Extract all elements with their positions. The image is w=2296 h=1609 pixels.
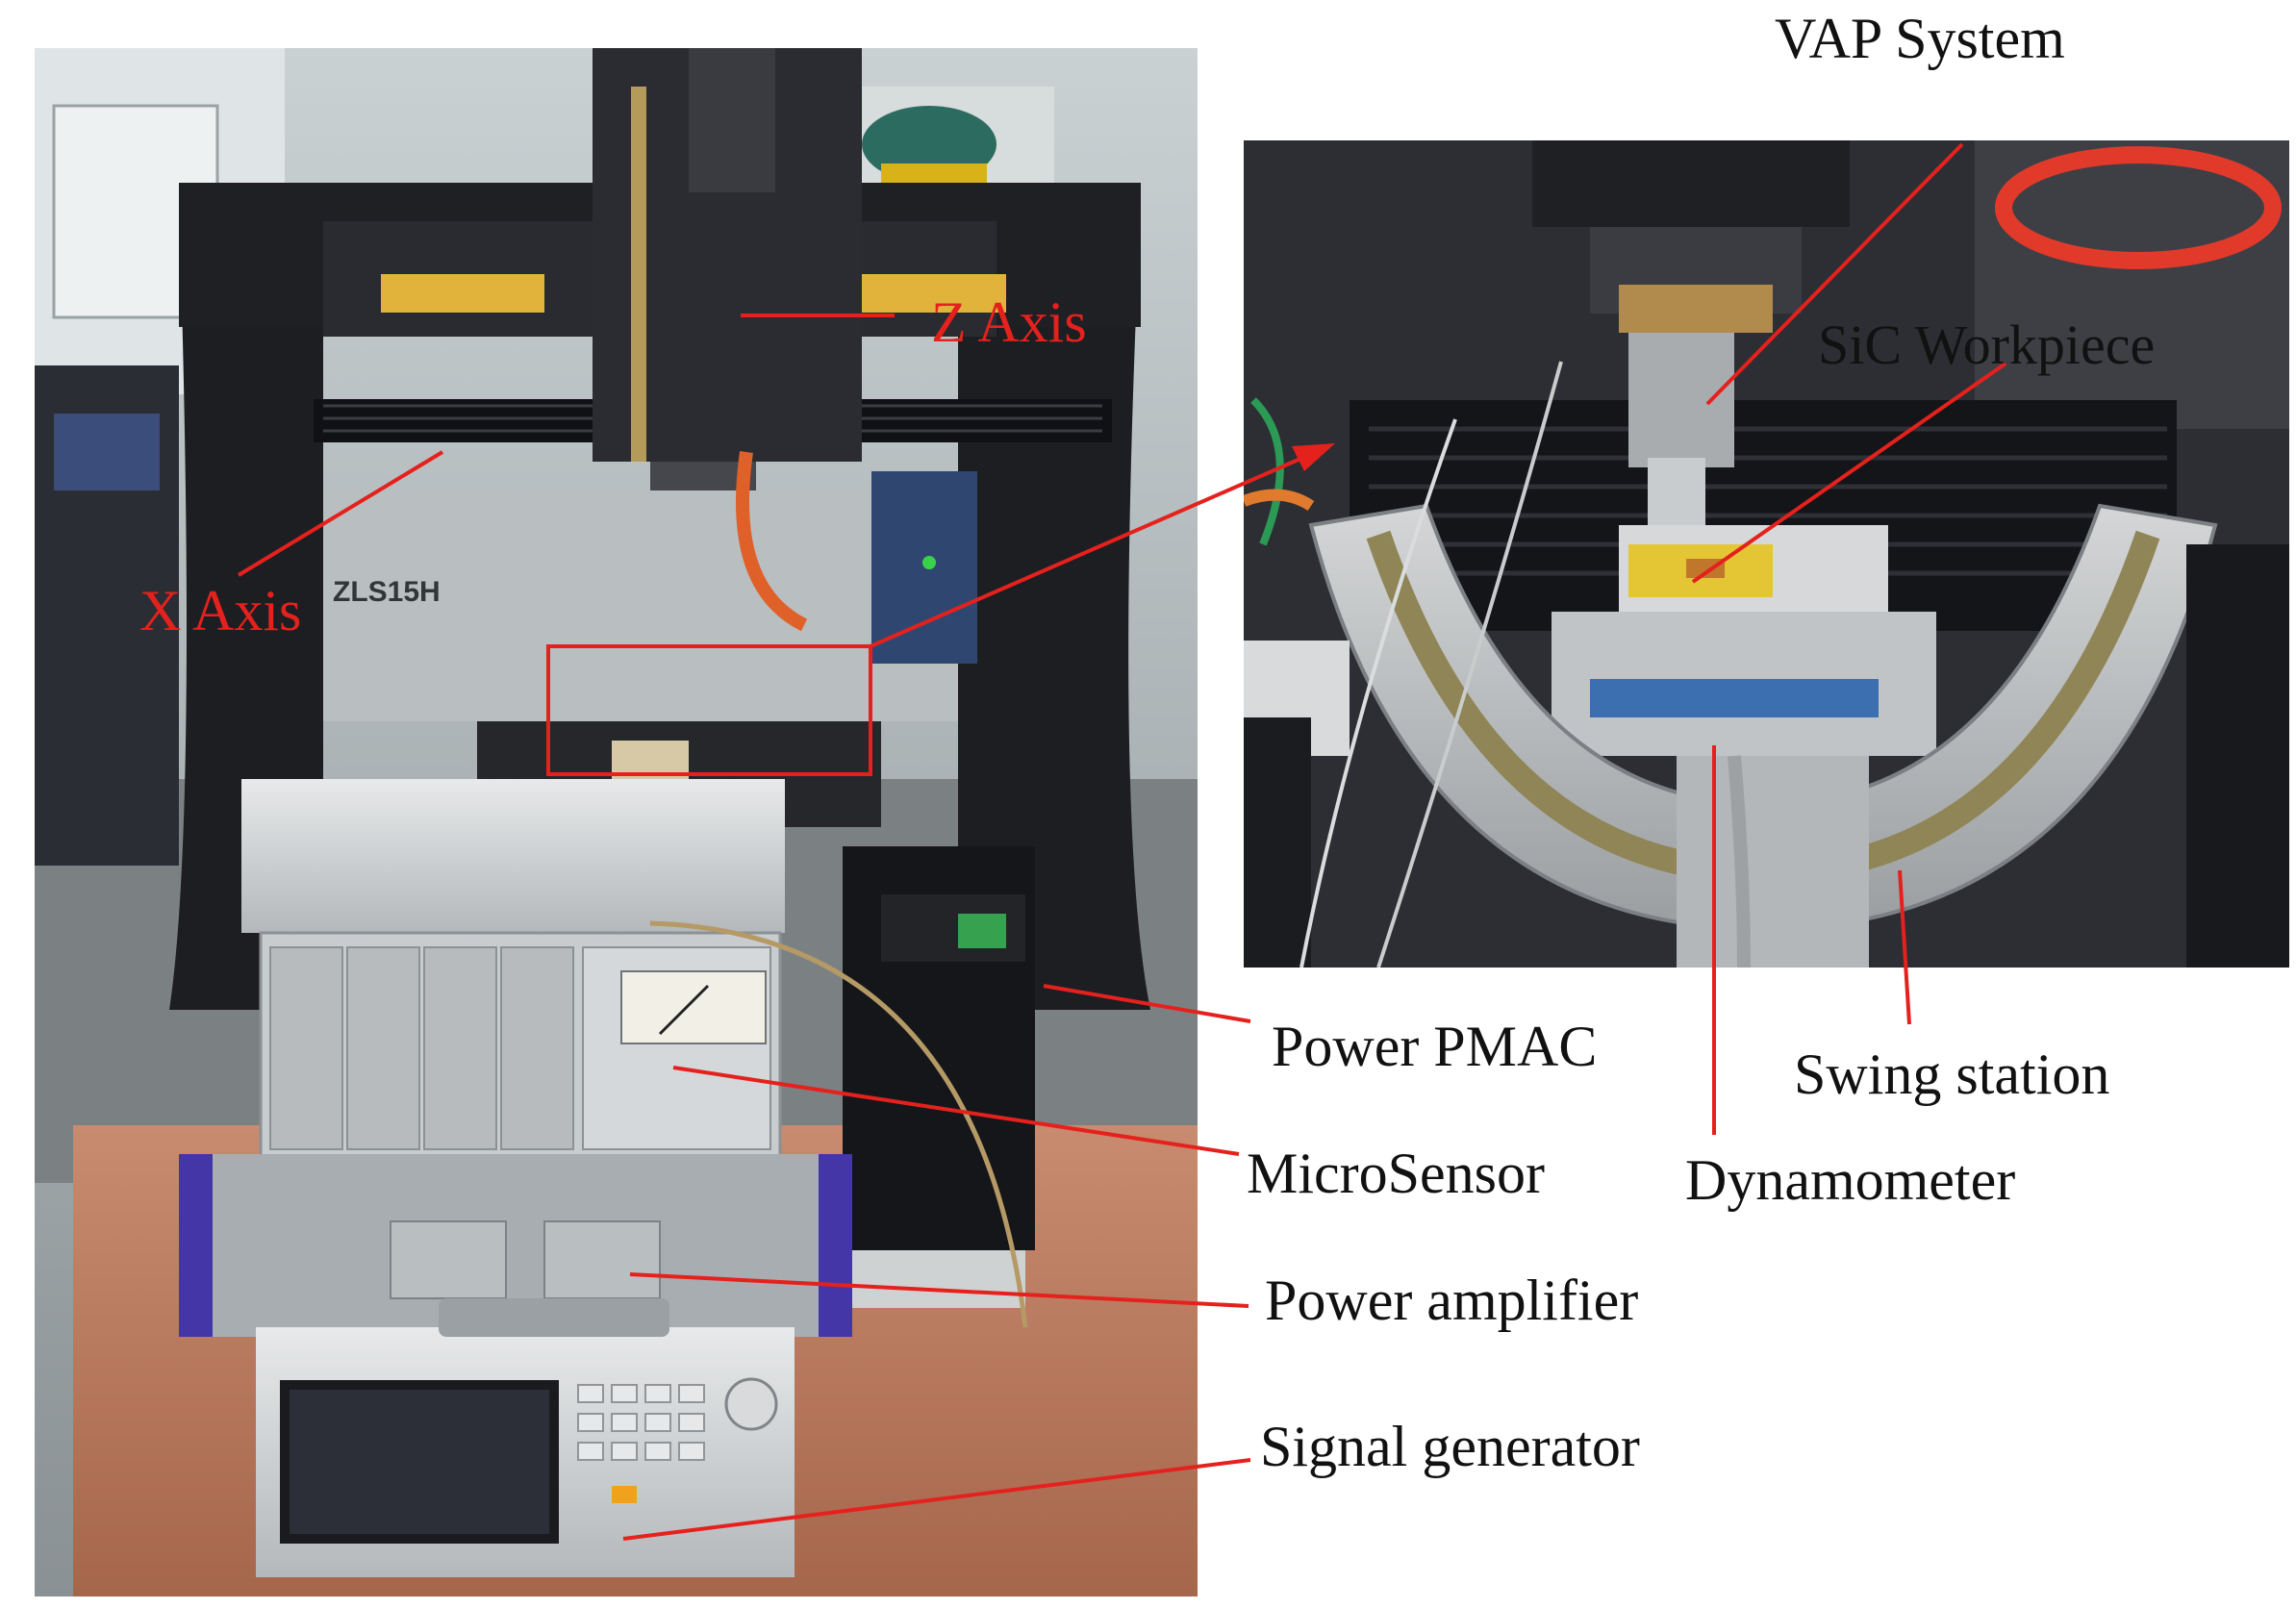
label-signal-generator: Signal generator <box>1260 1415 1640 1478</box>
zoom-arrow-head <box>1292 443 1335 471</box>
highlight-box <box>546 644 872 776</box>
label-vap-system: VAP System <box>1775 7 2065 70</box>
zoom-arrow-line <box>870 450 1317 648</box>
swing-station-leader <box>1898 869 1911 1025</box>
machine-model-text: ZLS15H <box>333 576 441 608</box>
signal-generator-leader <box>622 1458 1251 1541</box>
power-pmac-leader <box>1043 984 1251 1023</box>
label-dynamometer: Dynamometer <box>1685 1148 2016 1212</box>
label-microsensor: MicroSensor <box>1247 1142 1545 1205</box>
vap-system-leader <box>1705 142 1964 406</box>
sic-workpiece-leader <box>1691 362 2007 584</box>
label-power-pmac: Power PMAC <box>1272 1015 1598 1078</box>
setup-photo-left: ZLS15H <box>35 48 1198 1596</box>
label-x-axis: X Axis <box>139 579 302 642</box>
microsensor-leader <box>672 1066 1240 1156</box>
label-sic-workpiece: SiC Workpiece <box>1818 314 2156 376</box>
label-power-amplifier: Power amplifier <box>1265 1269 1639 1332</box>
x-axis-leader <box>237 450 444 577</box>
label-swing-station: Swing station <box>1794 1043 2110 1106</box>
power-amplifier-leader <box>629 1272 1249 1308</box>
label-z-axis: Z Axis <box>931 290 1087 354</box>
closeup-photo-right <box>1244 140 2289 968</box>
